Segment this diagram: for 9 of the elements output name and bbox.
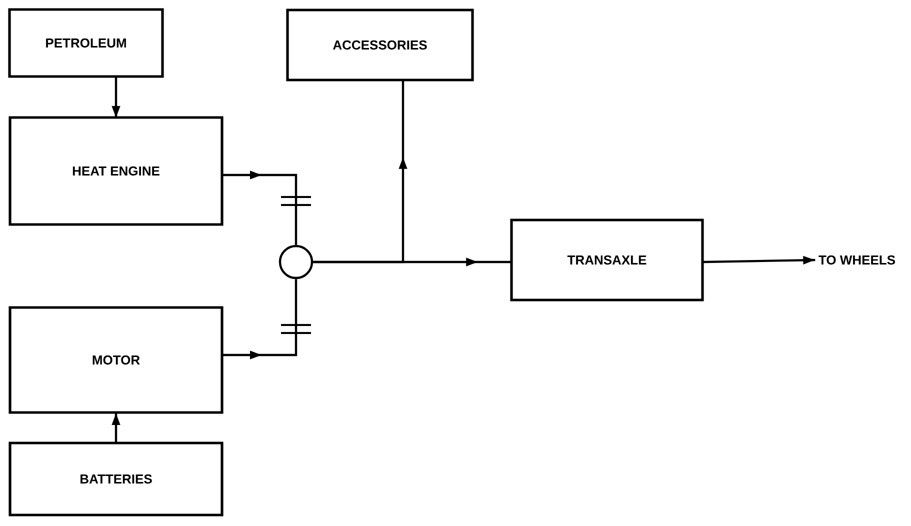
arrow bbox=[222, 170, 298, 245]
process-box: ACCESSORIES bbox=[286, 8, 474, 82]
process-box: MOTOR bbox=[8, 306, 224, 414]
process-box: HEAT ENGINE bbox=[8, 116, 224, 226]
process-box: TRANSAXLE bbox=[510, 218, 704, 302]
process-box: PETROLEUM bbox=[8, 8, 164, 78]
label-text: TO WHEELS bbox=[818, 255, 896, 265]
junction-circle bbox=[278, 244, 314, 280]
process-box: BATTERIES bbox=[8, 442, 224, 516]
